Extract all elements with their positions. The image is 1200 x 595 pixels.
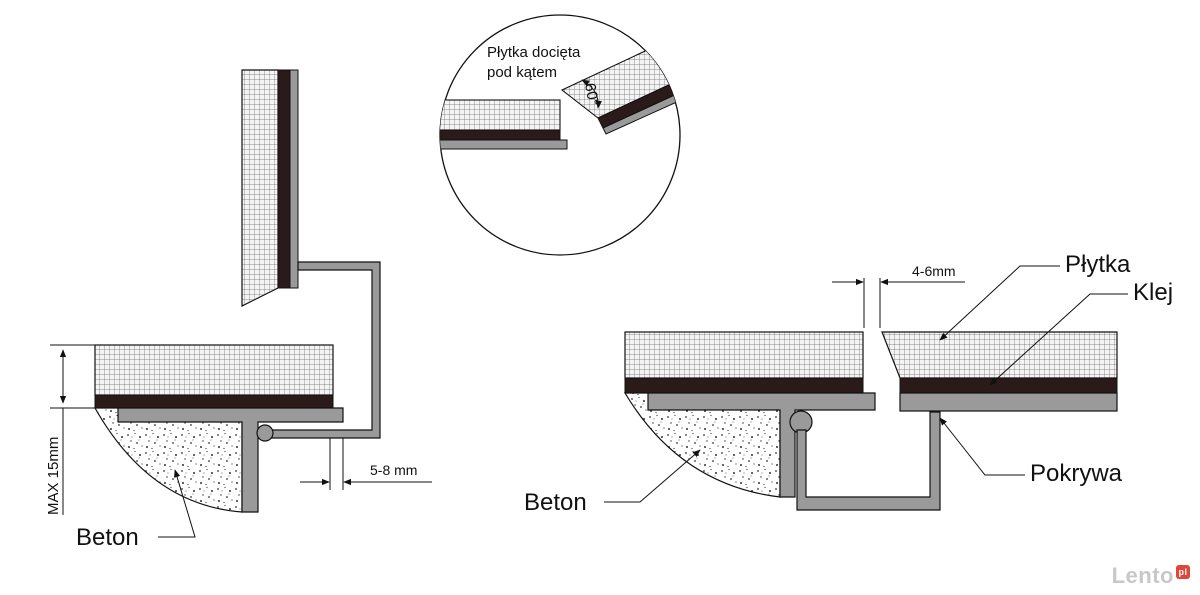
detail-flat-adhesive <box>440 129 561 141</box>
right-left-adhesive <box>624 377 864 394</box>
right-right-adhesive <box>899 377 1118 394</box>
left-floor-adhesive <box>94 394 334 409</box>
right-plytka-label: Płytka <box>1065 251 1131 278</box>
right-gap-label: 4-6mm <box>912 263 956 279</box>
detail-angled-profile <box>602 87 680 135</box>
detail-angle-label: 60° <box>581 82 602 107</box>
detail-caption-line1: Płytka docięta <box>487 44 581 61</box>
left-max-label: MAX 15mm <box>45 437 62 515</box>
left-detail: MAX 15mm 5-8 mm Beton <box>45 69 432 551</box>
right-cover-u <box>796 411 941 511</box>
left-concrete <box>93 407 243 513</box>
left-profile-bead <box>256 424 274 442</box>
left-beton-label: Beton <box>76 524 139 551</box>
watermark-badge: pl <box>1176 564 1190 579</box>
watermark-text: Lento <box>1111 563 1174 588</box>
right-bottom-profile <box>647 392 876 498</box>
left-floor-tile <box>94 344 334 396</box>
left-wall-tile <box>241 69 279 307</box>
right-right-cover-plate <box>899 392 1118 412</box>
right-concrete <box>623 392 781 498</box>
right-beton-label: Beton <box>524 489 587 516</box>
right-left-tile <box>624 331 864 379</box>
right-detail: 4-6mm Płytka Klej Pokrywa Beton <box>524 251 1173 516</box>
right-right-tile <box>881 331 1118 379</box>
left-wall-backing <box>289 69 299 289</box>
angle-cut-detail: 60° Płytka docięta pod kątem <box>439 14 681 256</box>
right-klej-label: Klej <box>1133 279 1173 306</box>
detail-flat-tile <box>440 99 561 131</box>
detail-angled-adhesive <box>597 74 680 129</box>
left-gap-label: 5-8 mm <box>370 462 417 478</box>
detail-flat-profile <box>440 139 568 150</box>
right-pokrywa-label: Pokrywa <box>1030 460 1123 487</box>
left-profile-plate <box>117 407 344 513</box>
detail-caption-line2: pod kątem <box>487 64 557 81</box>
left-wall-adhesive <box>277 69 291 289</box>
